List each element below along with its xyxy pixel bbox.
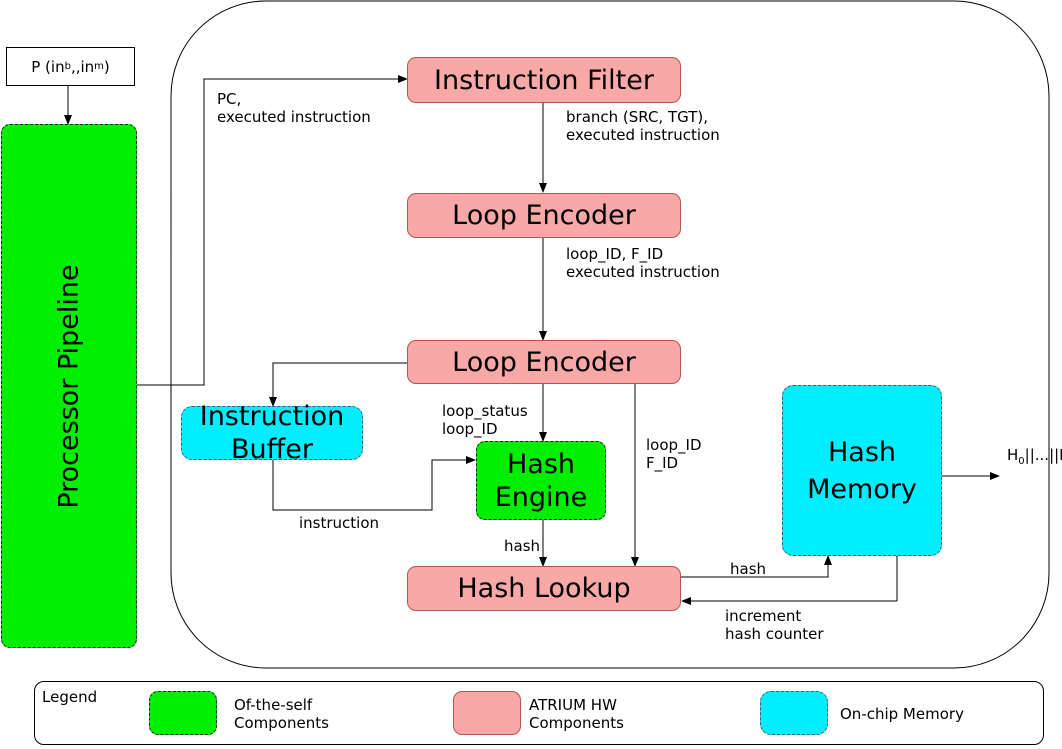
encoder2-to-buffer-arrow	[269, 362, 407, 407]
loop-encoder-2-block: Loop Encoder	[407, 340, 681, 384]
processor-pipeline-label: Processor Pipeline	[53, 263, 85, 509]
instruction-filter-block: Instruction Filter	[407, 57, 681, 103]
input-sep: ,,in	[70, 57, 95, 76]
lookup-to-memory-arrow	[681, 555, 832, 578]
legend-atrium-label: ATRIUM HW Components	[529, 696, 624, 732]
input-suffix: )	[103, 57, 110, 76]
output-h0: H	[1007, 446, 1019, 464]
loop-id-fid-2-line2: F_ID	[646, 454, 679, 472]
pc-label-line1: PC,	[217, 90, 242, 108]
legend-off-the-shelf-label: Of-the-self Components	[234, 696, 329, 732]
output-mid: ||...||H	[1024, 446, 1062, 464]
loop-status-line2: loop_ID	[442, 420, 498, 438]
hash-engine-line1: Hash	[506, 448, 576, 480]
output-sub0: 0	[1018, 456, 1025, 467]
legend-swatch-memory	[760, 691, 828, 735]
legend-atrium-line2: Components	[529, 714, 624, 732]
loop-encoder-2-label: Loop Encoder	[452, 346, 636, 378]
legend-memory-label: On-chip Memory	[840, 705, 964, 723]
instruction-buffer-line1: Instruction	[199, 401, 345, 432]
hash-engine-line2: Engine	[494, 481, 588, 513]
loop-id-fid-line1: loop_ID, F_ID	[566, 245, 664, 263]
instruction-buffer-block: Instruction Buffer	[181, 401, 363, 465]
legend-title: Legend	[42, 688, 98, 706]
branch-label-line2: executed instruction	[566, 126, 720, 144]
branch-label: branch (SRC, TGT), executed instruction	[566, 108, 720, 144]
hash-memory-line2: Memory	[807, 473, 917, 505]
legend-off-the-shelf-line1: Of-the-self	[234, 696, 313, 714]
loop-encoder-1-label: Loop Encoder	[452, 200, 636, 231]
loop-id-fid-2-label: loop_ID F_ID	[646, 436, 702, 472]
loop-id-fid-line2: executed instruction	[566, 263, 720, 281]
branch-label-line1: branch (SRC, TGT),	[566, 108, 709, 126]
instruction-label: instruction	[299, 514, 380, 532]
pc-label: PC, executed instruction	[217, 90, 371, 126]
input-sub-b: b	[64, 61, 71, 72]
legend-off-the-shelf-line2: Components	[234, 714, 329, 732]
increment-line2: hash counter	[725, 625, 824, 643]
processor-pipeline-block: Processor Pipeline	[1, 124, 137, 648]
hash-lookup-block: Hash Lookup	[407, 566, 681, 611]
pc-label-line2: executed instruction	[217, 108, 371, 126]
atrium-container	[170, 0, 1050, 669]
increment-line1: increment	[725, 607, 802, 625]
input-sub-m: m	[94, 61, 104, 72]
hash-engine-output-label: hash	[504, 537, 541, 555]
loop-id-fid-label: loop_ID, F_ID executed instruction	[566, 245, 720, 281]
loop-status-line1: loop_status	[442, 402, 528, 420]
instruction-buffer-line2: Buffer	[231, 434, 313, 465]
hash-output-label: H0||...||Hn	[1007, 446, 1062, 471]
hash-engine-block: Hash Engine	[476, 441, 606, 520]
hash-lookup-label: Hash Lookup	[457, 573, 631, 604]
legend-box: Legend Of-the-self Components ATRIUM HW …	[34, 681, 1044, 745]
buffer-to-engine-arrow	[272, 456, 476, 511]
loop-encoder-1-block: Loop Encoder	[407, 193, 681, 238]
input-prefix: P (in	[31, 57, 65, 76]
legend-swatch-off-the-shelf	[149, 691, 217, 735]
legend-swatch-atrium	[453, 691, 521, 735]
instruction-filter-label: Instruction Filter	[434, 64, 654, 96]
increment-label: increment hash counter	[725, 607, 824, 643]
hash-to-memory-label: hash	[730, 560, 767, 578]
legend-atrium-line1: ATRIUM HW	[529, 696, 617, 714]
hash-memory-block: Hash Memory	[782, 385, 942, 556]
hash-memory-line1: Hash	[827, 436, 897, 468]
loop-id-fid-2-line1: loop_ID	[646, 436, 702, 454]
loop-status-label: loop_status loop_ID	[442, 402, 528, 438]
pipeline-to-filter-arrow	[137, 75, 408, 386]
